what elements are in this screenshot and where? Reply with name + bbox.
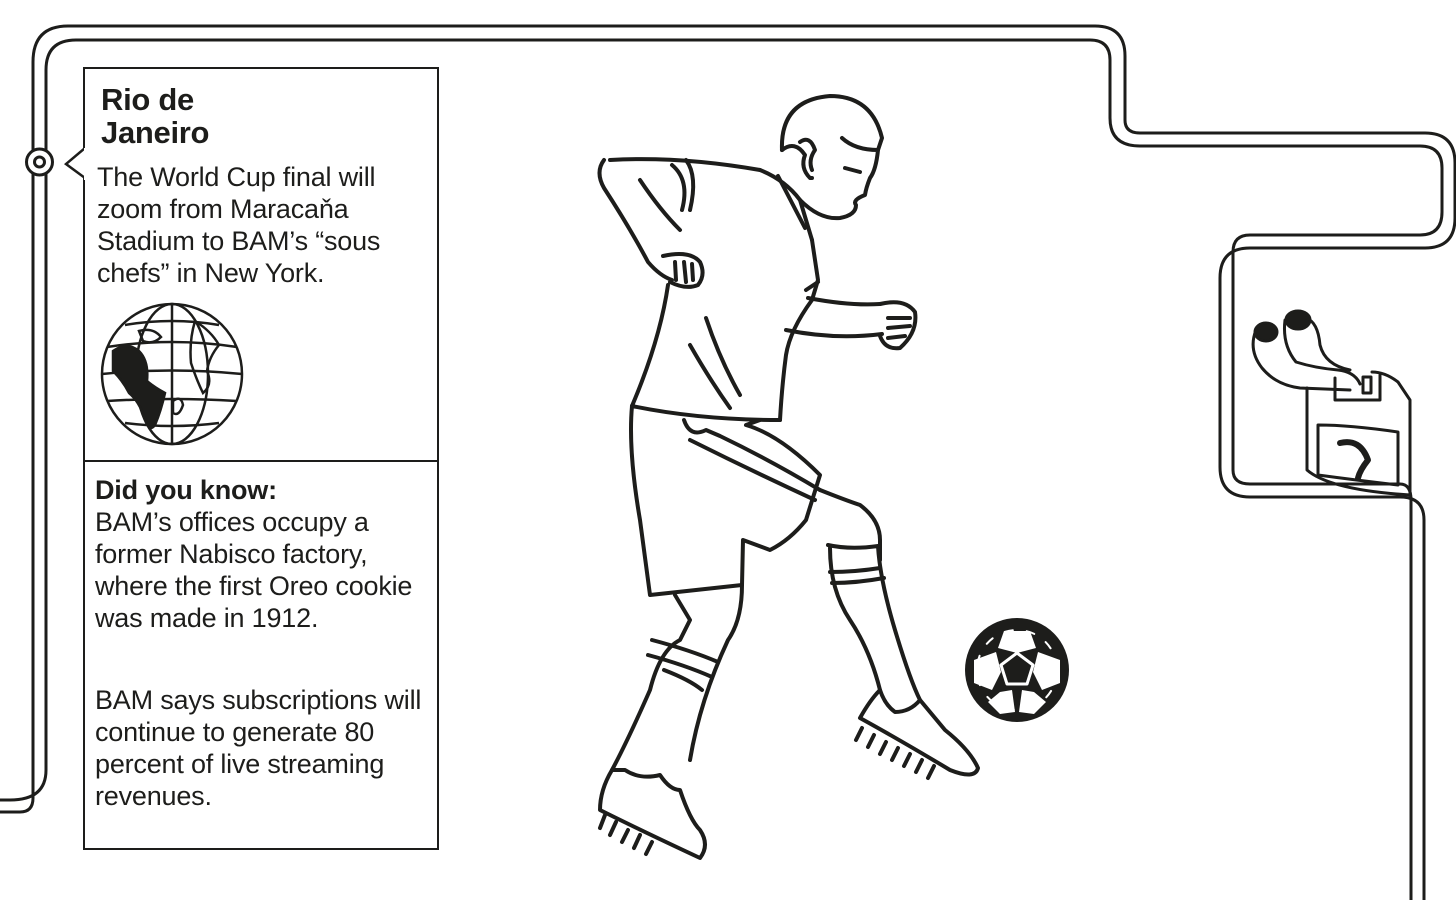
oreo-cookie-icon [1251, 309, 1412, 497]
location-marker-icon [25, 147, 54, 177]
globe-icon [100, 302, 244, 446]
facts-paragraph-1: BAM’s offices occupy a former Nabisco fa… [95, 507, 413, 633]
rio-title: Rio de Janeiro [101, 82, 210, 150]
soccer-ball-icon [965, 618, 1069, 722]
route-line [0, 24, 1456, 900]
facts-heading: Did you know: [95, 475, 277, 505]
facts-info-box: Did you know: BAM’s offices occupy a for… [83, 460, 439, 850]
callout-pointer [63, 148, 88, 180]
rio-description: The World Cup final will zoom from Marac… [97, 162, 381, 288]
rio-info-box: Rio de Janeiro The World Cup final will … [83, 67, 439, 462]
facts-paragraph-2: BAM says subscriptions will continue to … [95, 685, 422, 811]
soccer-player-icon [597, 94, 980, 860]
